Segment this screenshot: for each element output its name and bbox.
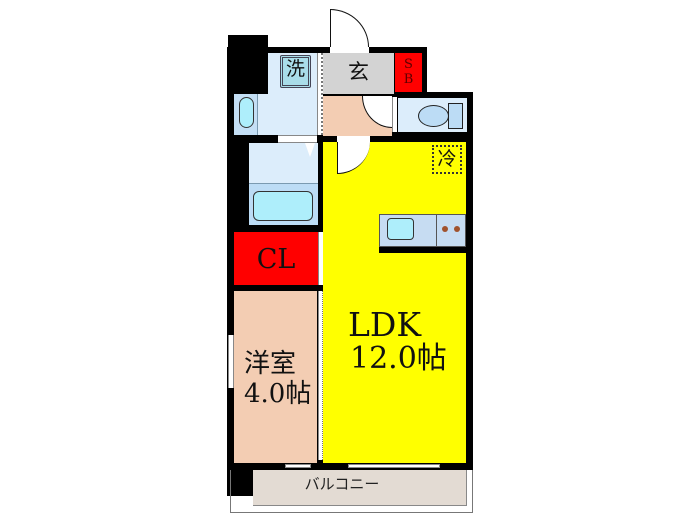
entry-door-frame xyxy=(330,47,369,53)
kitchen-sink-icon xyxy=(387,218,414,240)
bath-door-marker xyxy=(305,143,315,157)
ldk xyxy=(323,142,466,463)
western-room-name: 洋室 xyxy=(244,349,297,379)
washroom-sliding-door[interactable] xyxy=(317,53,323,135)
kitchen-counter-base xyxy=(379,247,466,253)
stove-burner-icon xyxy=(442,226,448,232)
shoe-box-label-s: S xyxy=(404,57,413,72)
ldk-name: LDK xyxy=(348,305,422,344)
refrigerator-label: 冷 xyxy=(437,148,457,170)
closet-label: CL xyxy=(256,244,296,275)
ldk-balcony-window xyxy=(348,464,440,468)
toilet-tank-icon xyxy=(448,103,463,129)
washing-machine-label: 洗 xyxy=(285,58,305,80)
western-room-size: 4.0帖 xyxy=(244,379,312,409)
counter-divider xyxy=(436,214,437,247)
ldk-door-opening xyxy=(337,136,370,142)
washroom xyxy=(258,94,317,135)
ldk-size: 12.0帖 xyxy=(350,341,447,376)
shoe-box-label-b: B xyxy=(403,72,414,87)
toilet-door-frame xyxy=(392,97,397,132)
western-room-sliding-door[interactable] xyxy=(318,291,323,460)
wall-pillar-bottom-left xyxy=(227,468,253,496)
balcony-outline xyxy=(230,470,473,513)
refrigerator-space xyxy=(432,145,462,174)
bathroom-door-opening[interactable] xyxy=(278,135,317,143)
washing-machine-space xyxy=(280,55,311,88)
entrance-label: 玄 xyxy=(348,60,369,84)
entrance xyxy=(323,53,394,94)
entry-door-swing[interactable] xyxy=(330,9,369,47)
shoe-box xyxy=(395,53,422,92)
closet-door[interactable] xyxy=(318,232,323,285)
toilet-bowl-icon xyxy=(418,105,449,127)
closet xyxy=(234,232,318,285)
balcony-label: バルコニー xyxy=(304,475,380,493)
western-room-window xyxy=(228,335,234,388)
western-room xyxy=(234,291,317,463)
western-room-balcony-window xyxy=(285,464,311,468)
bathtub-icon xyxy=(253,191,313,221)
stove-burner-icon xyxy=(454,226,460,232)
washbasin-icon xyxy=(239,97,254,128)
wall-pillar-top-left xyxy=(228,35,268,95)
balcony xyxy=(253,470,467,506)
